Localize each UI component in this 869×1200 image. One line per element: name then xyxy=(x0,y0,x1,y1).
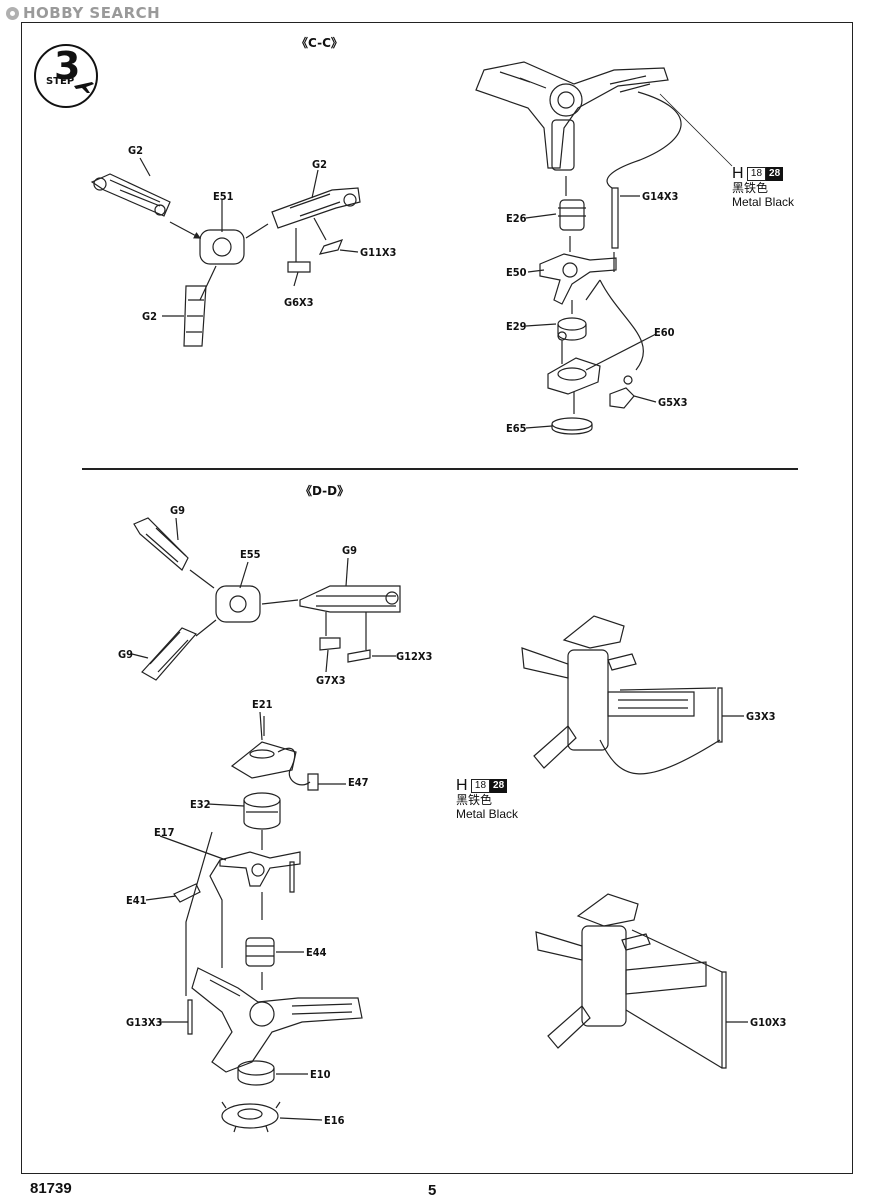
part-label: E16 xyxy=(324,1114,345,1127)
part-label: E50 xyxy=(506,266,527,279)
cc-left-assembly xyxy=(90,173,361,347)
watermark-logo-icon xyxy=(6,6,19,20)
paint-code-2: 28 xyxy=(766,166,784,181)
part-label: E17 xyxy=(154,826,175,839)
part-label: G13X3 xyxy=(126,1016,163,1029)
cc-right-assembly xyxy=(475,61,733,435)
dd-right-assembly-1 xyxy=(521,615,723,775)
paint-code-2: 28 xyxy=(490,778,508,793)
part-label: E51 xyxy=(213,190,234,203)
dd-stack-assembly xyxy=(173,716,363,1133)
part-label: G9 xyxy=(342,544,358,557)
part-label: E60 xyxy=(654,326,675,339)
paint-name-en: Metal Black xyxy=(732,194,795,209)
part-label: G3X3 xyxy=(746,710,776,723)
paint-name-en: Metal Black xyxy=(456,806,519,821)
paint-prefix: H xyxy=(732,164,744,182)
part-label: G2 xyxy=(128,144,144,157)
part-label: G12X3 xyxy=(396,650,433,663)
paint-name-cn: 黑铁色 xyxy=(732,180,769,195)
part-label: E32 xyxy=(190,798,211,811)
airplane-icon xyxy=(74,82,94,93)
part-label: E21 xyxy=(252,698,273,711)
step-label: STEP xyxy=(46,76,75,87)
dd-right-assembly-2 xyxy=(535,893,727,1069)
part-label: G6X3 xyxy=(284,296,314,309)
part-label: E29 xyxy=(506,320,527,333)
part-label: G10X3 xyxy=(750,1016,787,1029)
part-label: E47 xyxy=(348,776,369,789)
part-label: G2 xyxy=(142,310,158,323)
part-label: G7X3 xyxy=(316,674,346,687)
part-label: G11X3 xyxy=(360,246,397,259)
watermark-text: HOBBY SEARCH xyxy=(23,4,161,22)
paint-prefix: H xyxy=(456,776,468,794)
part-label: E55 xyxy=(240,548,261,561)
dd-top-assembly xyxy=(133,517,401,681)
section-title-cc: 《C-C》 xyxy=(296,36,343,50)
paint-code-1: 18 xyxy=(470,778,491,793)
section-title-dd: 《D-D》 xyxy=(300,484,350,498)
part-label: E41 xyxy=(126,894,147,907)
product-code: 81739 xyxy=(30,1180,72,1197)
part-label: E44 xyxy=(306,946,327,959)
part-label: G9 xyxy=(118,648,134,661)
page-frame xyxy=(21,22,853,1174)
part-label: E65 xyxy=(506,422,527,435)
paint-code-1: 18 xyxy=(746,166,767,181)
step-badge: 3 STEP xyxy=(34,44,98,108)
paint-name-cn: 黑铁色 xyxy=(456,792,493,807)
part-label: G2 xyxy=(312,158,328,171)
step-number: 3 xyxy=(54,44,81,88)
watermark: HOBBY SEARCH xyxy=(6,4,160,22)
part-label: G9 xyxy=(170,504,186,517)
part-label: G5X3 xyxy=(658,396,688,409)
part-label: E10 xyxy=(310,1068,331,1081)
part-label: G14X3 xyxy=(642,190,679,203)
section-divider xyxy=(82,468,798,470)
part-label: E26 xyxy=(506,212,527,225)
page-number: 5 xyxy=(428,1182,437,1199)
